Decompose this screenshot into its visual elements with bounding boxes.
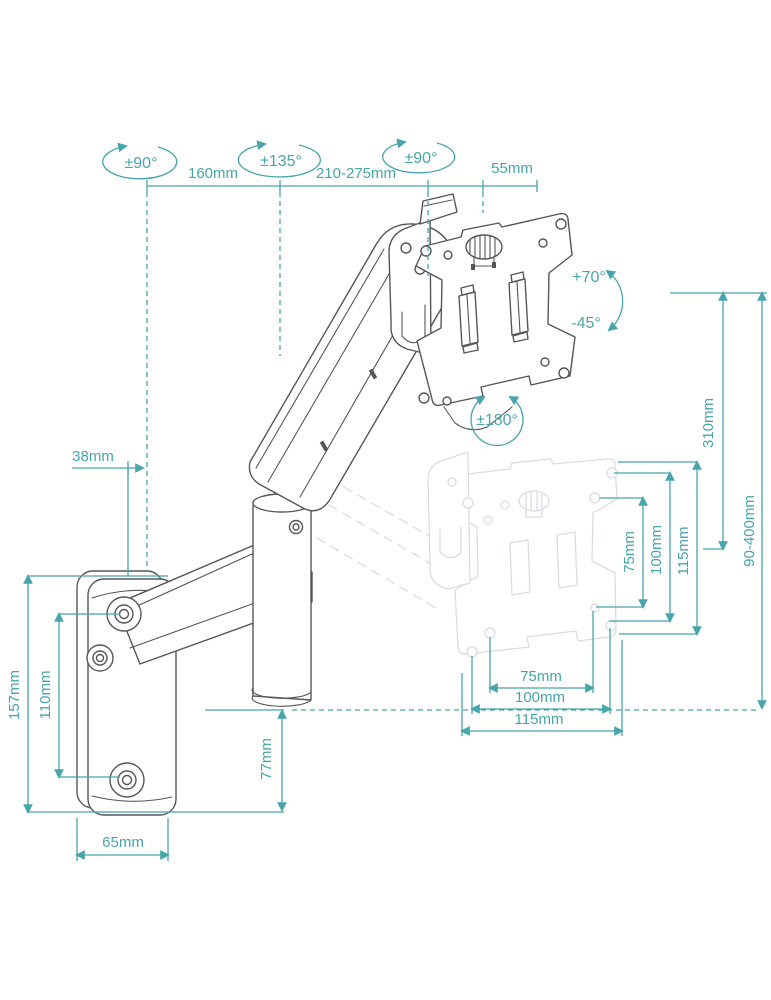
- dim-label-vesa-h100: 100mm: [515, 689, 565, 706]
- dim-label-vesa-h75: 75mm: [520, 668, 562, 685]
- vesa-vertical-dimensions: 75mm 100mm 115mm: [596, 460, 702, 636]
- dim-label-rear-arm: 160mm: [188, 165, 238, 182]
- ghost-vesa-plate: [451, 458, 618, 658]
- height-dimensions: 310mm 90-400mm: [292, 291, 767, 711]
- rotation-arrow-icon: [237, 140, 321, 178]
- dim-label-head-depth: 55mm: [491, 160, 533, 177]
- angle-label-head-swivel: ±90°: [405, 150, 438, 167]
- angle-label-rotate: ±180°: [476, 412, 518, 429]
- vesa-horizontal-dimensions: 75mm 100mm 115mm: [460, 611, 624, 736]
- dim-label-hole-pitch: 110mm: [37, 671, 54, 720]
- head-lower-jaw: [443, 406, 513, 431]
- ghost-knob: [518, 490, 550, 518]
- dim-label-vesa-v100: 100mm: [648, 525, 665, 575]
- ghost-tilt-head: [427, 451, 474, 590]
- rotate-circle-icon: [470, 396, 524, 447]
- dim-label-vesa-h115: 115mm: [515, 711, 564, 728]
- tilt-arc-icon: [605, 269, 624, 332]
- angle-label-tilt-up: +70°: [572, 269, 606, 286]
- dim-label-wall-offset: 38mm: [72, 448, 114, 465]
- rotation-arrow-icon: [382, 138, 456, 174]
- dim-label-vesa-v75: 75mm: [621, 531, 638, 573]
- wall-side-dimensions: 38mm 157mm 110mm 77mm 65mm: [6, 448, 287, 861]
- swivel-angle-badges: ±90° ±135° ±90°: [102, 138, 456, 180]
- vesa-plate: [415, 212, 576, 431]
- dim-label-plate-height: 157mm: [6, 670, 23, 720]
- top-dimension-chain: 160mm 210-275mm 55mm: [146, 160, 538, 568]
- wall-plate-screws: [86, 596, 145, 798]
- vesa-slot-left: [458, 284, 479, 354]
- angle-label-elbow-swivel: ±135°: [260, 153, 302, 170]
- dim-label-front-arm: 210-275mm: [316, 165, 396, 182]
- dim-label-travel: 310mm: [700, 398, 717, 448]
- rotation-arrow-icon: [102, 142, 178, 180]
- adjustment-knob: [465, 234, 503, 270]
- angle-label-wall-swivel: ±90°: [125, 155, 158, 172]
- vesa-slot-right: [508, 271, 529, 343]
- riser-column: [251, 493, 312, 707]
- dim-label-plate-width: 65mm: [102, 834, 144, 851]
- angle-label-tilt-down: -45°: [571, 315, 601, 332]
- dim-label-height-range: 90-400mm: [741, 495, 758, 567]
- dim-label-vesa-v115: 115mm: [675, 527, 692, 576]
- rotate-angle-annotation: ±180°: [470, 396, 524, 447]
- tilt-angle-annotation: +70° -45°: [571, 269, 624, 332]
- dim-label-base-drop: 77mm: [258, 738, 275, 780]
